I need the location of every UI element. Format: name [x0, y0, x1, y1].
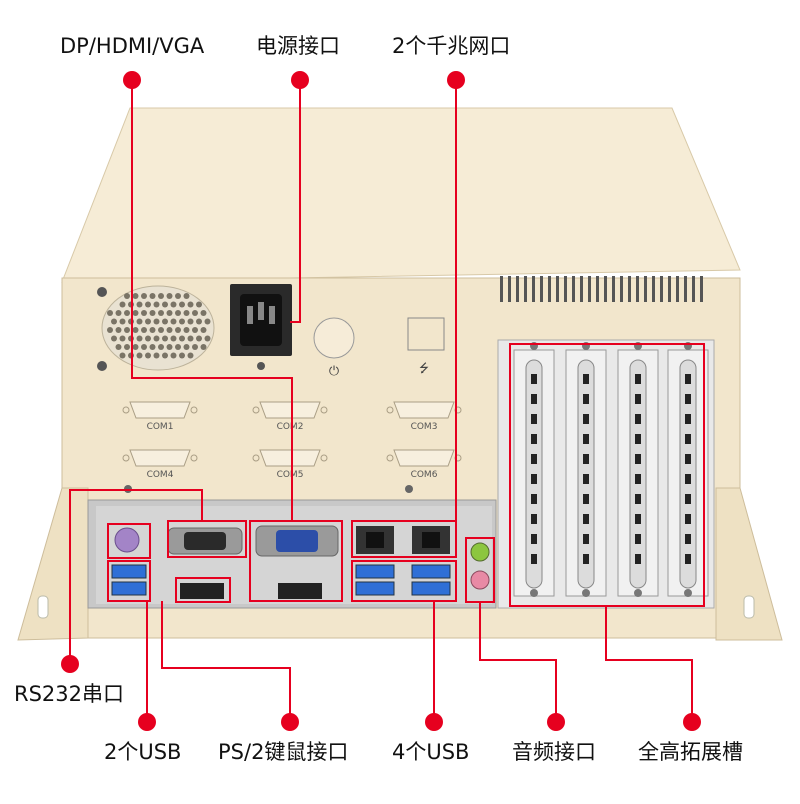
com-port-label: COM6	[411, 470, 438, 480]
ps2-port	[114, 527, 140, 553]
callout-lines	[69, 82, 693, 722]
power-inlet	[230, 284, 292, 370]
com-port-label: COM2	[277, 422, 304, 432]
audio-jack-green	[470, 542, 490, 562]
label-display-ports: DP/HDMI/VGA	[60, 34, 205, 58]
label-audio: 音频接口	[512, 740, 596, 764]
label-lan: 2个千兆网口	[392, 34, 511, 58]
hdmi-port	[278, 583, 322, 599]
usb-ports-4	[355, 564, 451, 596]
usb-port-panel	[407, 317, 445, 351]
chassis-top	[61, 107, 741, 283]
label-ps2: PS/2键鼠接口	[218, 740, 349, 764]
label-rs232: RS232串口	[14, 682, 125, 706]
com-port-label: COM4	[147, 470, 174, 480]
mount-foot-left	[17, 487, 89, 641]
lan-ports	[356, 526, 450, 554]
com-port-label: COM5	[277, 470, 304, 480]
label-slots: 全高拓展槽	[638, 740, 743, 764]
vent-slots	[500, 276, 703, 302]
power-button-icon: ⏻	[329, 364, 339, 379]
label-usb2: 2个USB	[104, 740, 182, 764]
label-power: 电源接口	[256, 34, 340, 58]
db9-serial-port	[167, 527, 243, 555]
highlight-boxes	[107, 343, 705, 607]
mount-foot-right	[715, 487, 783, 641]
com-port-label: COM3	[411, 422, 438, 432]
audio-jack-pink	[470, 570, 490, 590]
usb-symbol-icon: ⭍	[419, 361, 429, 375]
vga-port	[255, 525, 339, 557]
dp-port	[180, 583, 224, 599]
label-usb4: 4个USB	[392, 740, 470, 764]
com-port-label: COM1	[147, 422, 174, 432]
power-button	[313, 317, 355, 359]
usb-ports-2	[111, 564, 147, 596]
fan-grille-icon	[97, 285, 215, 371]
callout-dots	[61, 71, 701, 731]
